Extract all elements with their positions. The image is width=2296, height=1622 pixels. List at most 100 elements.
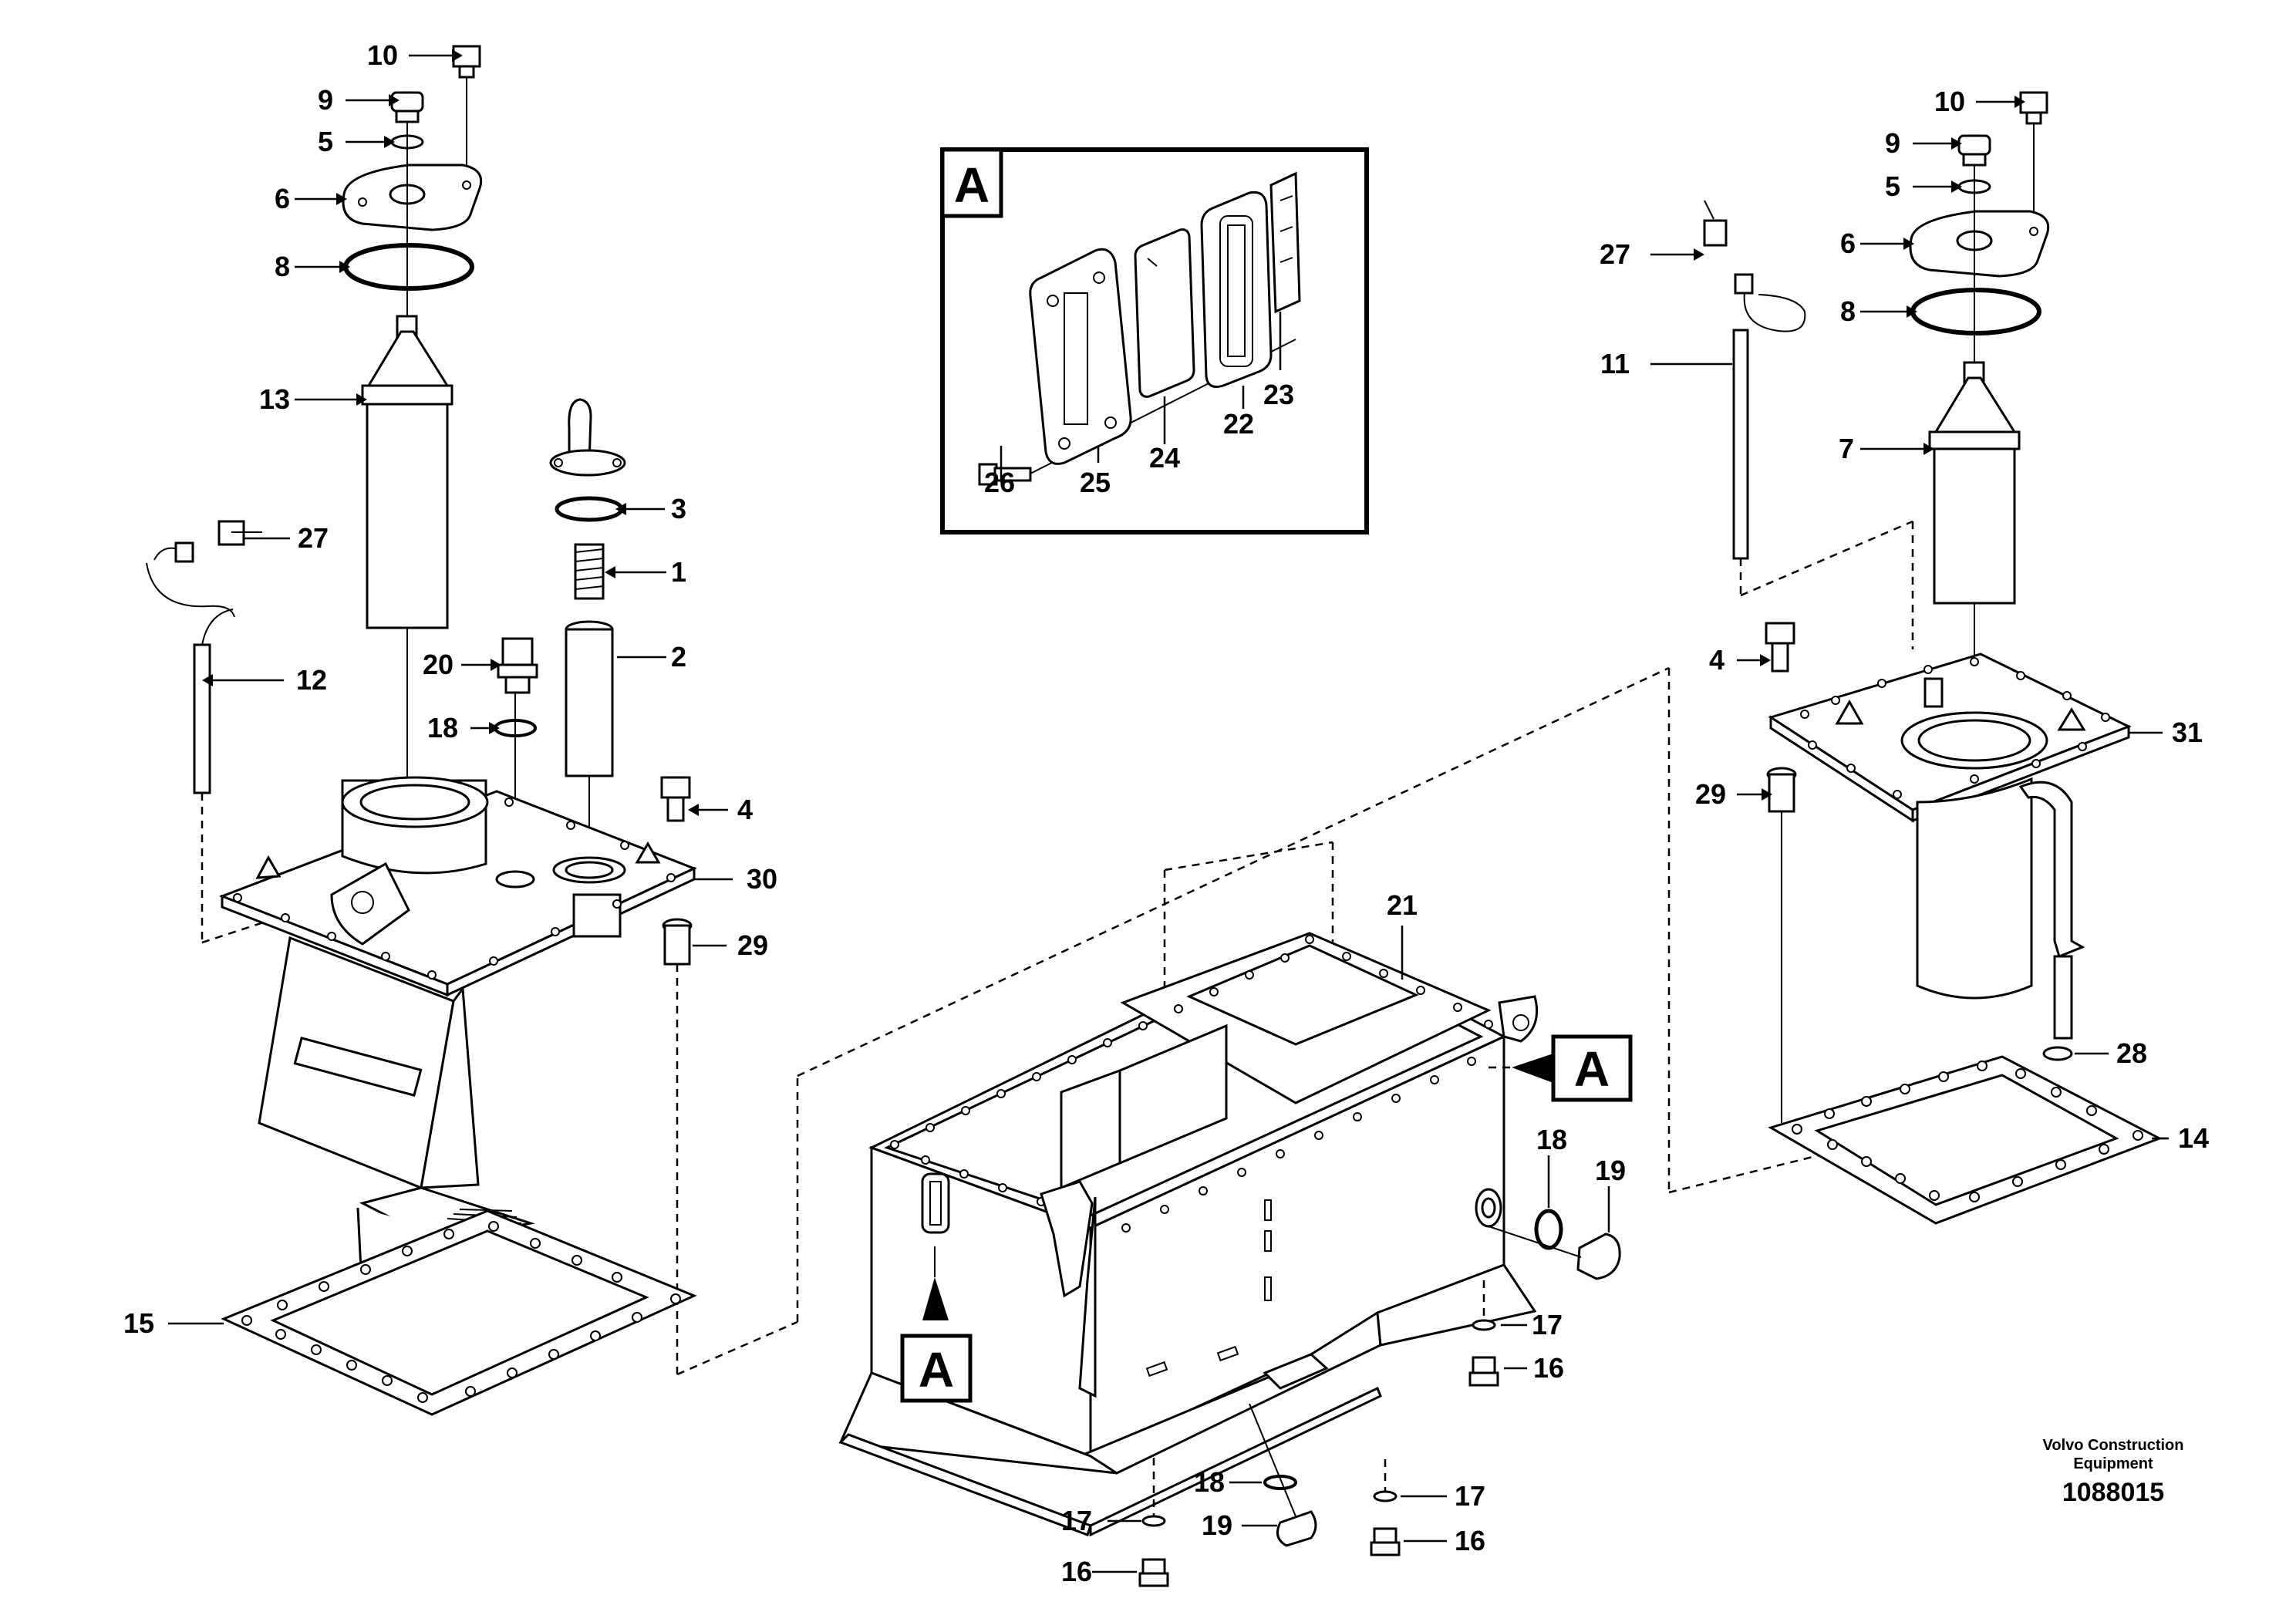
bolt-part-10-right bbox=[2019, 91, 2048, 230]
callout-19-tank-bottom: 19 bbox=[1202, 1509, 1232, 1541]
bolt-part-10-left bbox=[452, 45, 481, 184]
seal-ring-part-18-tank-right bbox=[1534, 1209, 1563, 1250]
callout-17-tank-bottom-right: 17 bbox=[1455, 1480, 1485, 1512]
callout-4-left: 4 bbox=[737, 794, 753, 825]
sight-window bbox=[921, 1172, 950, 1234]
right-filter-assembly: 10 9 5 6 8 7 bbox=[1600, 86, 2209, 1225]
callout-3: 3 bbox=[671, 493, 686, 524]
callout-2: 2 bbox=[671, 641, 686, 673]
callout-10-left: 10 bbox=[367, 39, 398, 71]
callout-6-right: 6 bbox=[1840, 228, 1856, 259]
callout-20: 20 bbox=[423, 649, 453, 680]
hydraulic-tank: A A 21 18 19 17 16 bbox=[676, 666, 1913, 1587]
callout-23: 23 bbox=[1263, 379, 1294, 410]
level-sensor-part-11 bbox=[1703, 200, 1914, 649]
callout-9-left: 9 bbox=[318, 84, 333, 116]
callout-16-tank-right: 16 bbox=[1533, 1352, 1564, 1384]
cover-plate-part-30 bbox=[218, 776, 697, 997]
callout-24: 24 bbox=[1149, 442, 1180, 474]
cover-plate-part-31 bbox=[1768, 653, 2132, 823]
callout-26: 26 bbox=[984, 467, 1015, 498]
callout-21: 21 bbox=[1387, 889, 1418, 921]
drain-plug-part-16-tank-bottom-right bbox=[1370, 1527, 1401, 1556]
callout-30: 30 bbox=[747, 863, 777, 895]
callout-14: 14 bbox=[2178, 1122, 2209, 1154]
credit-block: Volvo Construction Equipment 1088015 bbox=[2043, 1437, 2184, 1507]
o-ring-part-3 bbox=[555, 496, 624, 522]
callout-17-tank-right: 17 bbox=[1532, 1309, 1563, 1340]
spring-part-1 bbox=[574, 543, 605, 600]
drain-plug-part-16-tank-right bbox=[1468, 1356, 1499, 1387]
callout-18-tank-bottom: 18 bbox=[1194, 1466, 1225, 1498]
callout-16-tank-bottom-left: 16 bbox=[1061, 1556, 1092, 1587]
gasket-part-14 bbox=[1768, 1055, 2163, 1225]
spacer-part-29-left bbox=[662, 918, 693, 1374]
callout-18-tank-right: 18 bbox=[1536, 1124, 1567, 1155]
washer-part-28 bbox=[2042, 1046, 2073, 1061]
filler-cap-part-9-left bbox=[390, 91, 424, 123]
callout-8-left: 8 bbox=[275, 251, 290, 282]
svg-text:A: A bbox=[919, 1342, 954, 1398]
bolt-part-4-left bbox=[660, 776, 691, 822]
callout-28: 28 bbox=[2116, 1037, 2147, 1069]
breather-fitting-part-20 bbox=[497, 637, 538, 694]
o-ring-part-8-left bbox=[343, 243, 474, 291]
callout-25: 25 bbox=[1080, 467, 1111, 498]
plug-part-19-tank-right bbox=[1576, 1233, 1621, 1280]
callout-29-right: 29 bbox=[1695, 778, 1726, 810]
bolt-part-4-right bbox=[1765, 622, 1795, 673]
callout-31: 31 bbox=[2172, 717, 2203, 748]
reference-marker-a-left: A bbox=[900, 1246, 973, 1403]
washer-part-17-tank-bottom-right bbox=[1373, 1490, 1397, 1502]
filter-element-part-7 bbox=[1928, 361, 2021, 694]
drain-plug-part-16-tank-bottom-left bbox=[1138, 1558, 1169, 1587]
detail-a-view: A 26 25 24 22 23 bbox=[940, 147, 1369, 534]
callout-5-left: 5 bbox=[318, 126, 333, 157]
callout-10-right: 10 bbox=[1934, 86, 1965, 117]
callout-19-tank-right: 19 bbox=[1595, 1155, 1626, 1186]
left-filter-assembly: 10 9 5 6 8 13 bbox=[123, 39, 777, 1416]
suction-pipe-flange bbox=[549, 398, 626, 477]
spacer-part-29-right bbox=[1766, 767, 1797, 1123]
callout-15: 15 bbox=[123, 1307, 154, 1339]
callout-4-right: 4 bbox=[1709, 644, 1725, 676]
cover-plate-part-6-left bbox=[342, 164, 483, 231]
filler-cap-part-9-right bbox=[1957, 134, 1991, 167]
gasket-part-22 bbox=[1200, 191, 1273, 388]
callout-13: 13 bbox=[259, 383, 290, 415]
callout-18-left: 18 bbox=[427, 712, 458, 744]
callout-6-left: 6 bbox=[275, 183, 290, 214]
washer-part-17-tank-right bbox=[1472, 1319, 1496, 1331]
callout-12: 12 bbox=[296, 664, 327, 696]
cover-plate-part-6-right bbox=[1909, 210, 2050, 278]
filter-element-part-13 bbox=[361, 315, 453, 810]
callout-8-right: 8 bbox=[1840, 295, 1856, 327]
seal-ring-part-18-tank-bottom bbox=[1263, 1475, 1297, 1490]
callout-16-tank-bottom-right: 16 bbox=[1455, 1525, 1485, 1556]
callout-27-left: 27 bbox=[298, 522, 329, 554]
gasket-part-15 bbox=[221, 1209, 697, 1416]
credit-line-2: Equipment bbox=[2073, 1455, 2153, 1472]
callout-1: 1 bbox=[671, 556, 686, 588]
plug-part-19-tank-bottom bbox=[1276, 1510, 1317, 1547]
detail-a-letter: A bbox=[954, 157, 990, 213]
washer-part-17-tank-bottom-left bbox=[1141, 1515, 1166, 1527]
callout-7: 7 bbox=[1839, 433, 1854, 464]
callout-17-tank-bottom-left: 17 bbox=[1061, 1505, 1092, 1536]
callout-5-right: 5 bbox=[1885, 170, 1900, 202]
o-ring-part-8-right bbox=[1910, 288, 2041, 336]
callout-11: 11 bbox=[1600, 348, 1630, 379]
sight-glass-part-24 bbox=[1134, 228, 1195, 398]
document-number: 1088015 bbox=[2062, 1478, 2164, 1507]
label-plate-part-23 bbox=[1269, 171, 1301, 314]
filter-housing-right bbox=[1916, 777, 2085, 1040]
svg-text:A: A bbox=[1574, 1041, 1610, 1097]
reference-marker-a-right: A bbox=[1489, 1034, 1633, 1102]
window-flange-part-25 bbox=[1029, 248, 1132, 465]
callout-22: 22 bbox=[1223, 408, 1254, 440]
credit-line-1: Volvo Construction bbox=[2043, 1437, 2184, 1454]
callout-27-right: 27 bbox=[1600, 238, 1630, 270]
callout-9-right: 9 bbox=[1885, 127, 1900, 159]
callout-29-left: 29 bbox=[737, 929, 768, 961]
